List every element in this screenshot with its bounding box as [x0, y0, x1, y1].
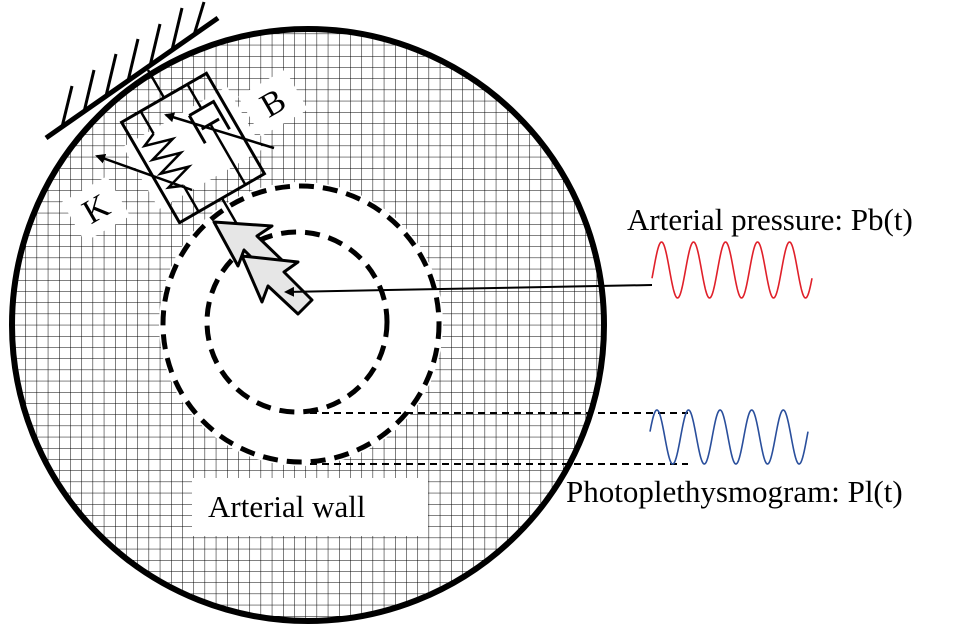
photoplethysmogram-label: Photoplethysmogram: Pl(t) [566, 474, 903, 509]
arterial-wall-label-box [192, 478, 428, 536]
mechanism-frame [119, 71, 267, 225]
ground-icon [44, 1, 220, 141]
arterial-wall-label: Arterial wall [208, 489, 366, 524]
pressure-pointer-line [284, 284, 653, 297]
lumen-force-arrow-icon [240, 254, 314, 316]
damper-icon [186, 83, 247, 186]
tissue-region [9, 26, 607, 624]
inner-arterial-lumen-circle [204, 229, 390, 415]
outer-arterial-wall-circle [160, 183, 442, 465]
arterial-pressure-label: Arterial pressure: Pb(t) [627, 202, 913, 237]
spring-label-box [61, 176, 131, 242]
damper-label-box [238, 69, 308, 137]
artery-lumen [159, 182, 443, 466]
ground-connector-rod [146, 69, 166, 99]
wall-connector-rod [220, 197, 239, 225]
spring-damper-mechanism [119, 69, 267, 225]
arterial-pressure-waveform [651, 241, 813, 299]
spring-icon [139, 110, 200, 213]
outer-tissue-boundary [9, 26, 607, 624]
damper-variable-arrow-icon [164, 112, 275, 150]
photoplethysmogram-waveform [649, 409, 809, 465]
spring-variable-arrow-icon [95, 153, 193, 192]
